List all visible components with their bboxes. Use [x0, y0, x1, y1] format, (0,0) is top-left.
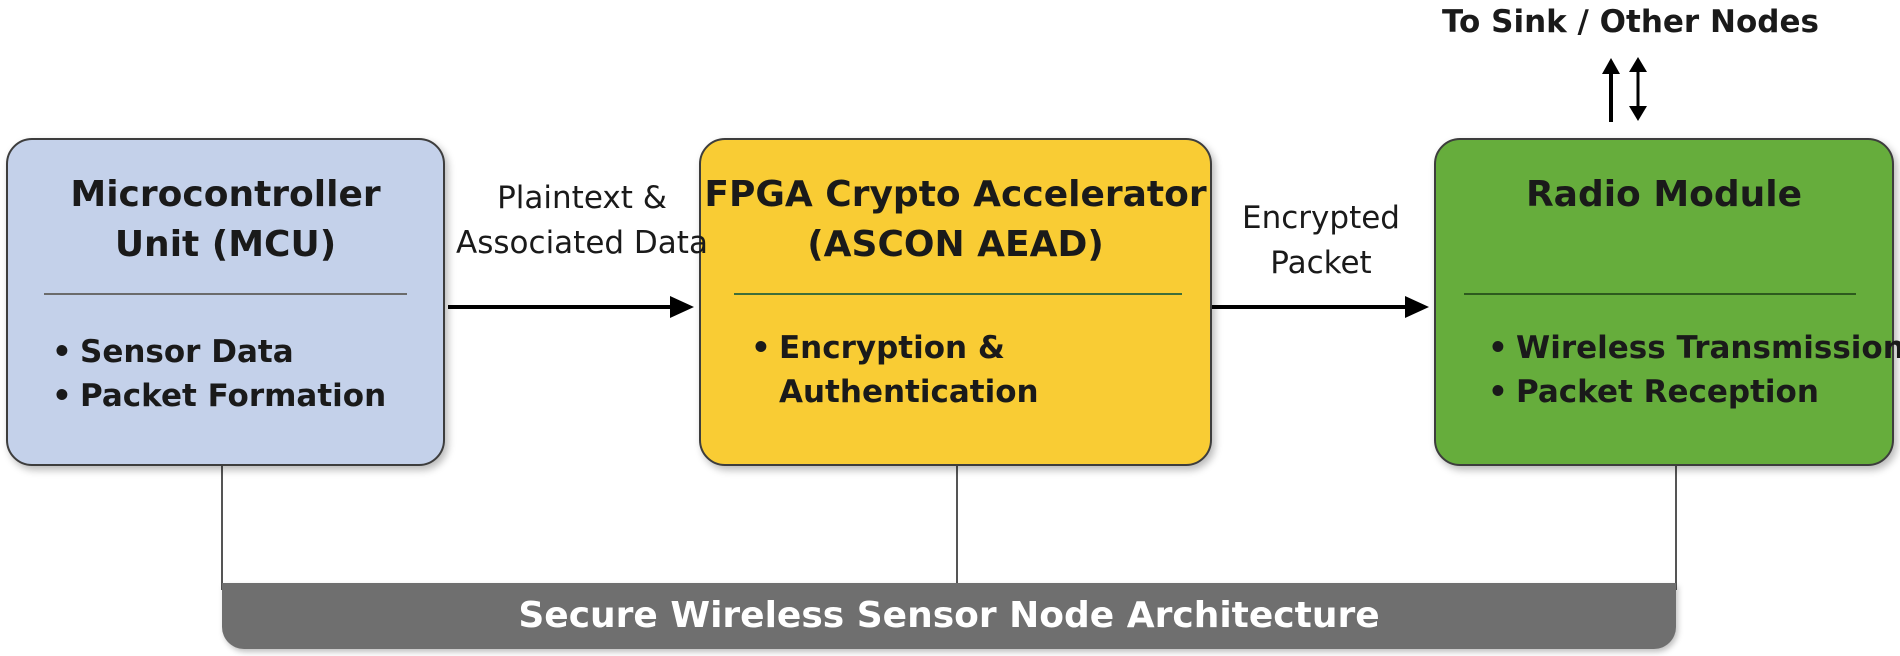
- fpga-bullet-line2: Authentication: [779, 374, 1039, 410]
- fpga-title-line1: FPGA Crypto Accelerator: [704, 174, 1207, 215]
- mcu-title-line1: Microcontroller: [70, 174, 381, 215]
- up-arrow-icon: [1602, 58, 1620, 122]
- mcu-to-fpga-label: Plaintext & Associated Data: [447, 176, 717, 266]
- mcu-title: Microcontroller Unit (MCU): [8, 170, 443, 270]
- radio-bullet-wireless-transmission: Wireless Transmission: [1482, 326, 1900, 370]
- fpga-bullet-encryption: Encryption & Authentication: [745, 326, 1039, 414]
- mcu-to-fpga-label-line2: Associated Data: [456, 225, 708, 261]
- radio-title: Radio Module: [1525, 174, 1803, 215]
- mcu-block: Microcontroller Unit (MCU) Sensor Data P…: [6, 138, 445, 466]
- fpga-bullet-line1: Encryption &: [779, 330, 1005, 366]
- fpga-title-line2: (ASCON AEAD): [807, 224, 1104, 265]
- mcu-bullet-sensor-data: Sensor Data: [46, 330, 386, 374]
- radio-bullets: Wireless Transmission Packet Reception: [1482, 326, 1900, 414]
- fpga-block: FPGA Crypto Accelerator (ASCON AEAD) Enc…: [699, 138, 1212, 466]
- radio-divider: [1464, 293, 1856, 295]
- mcu-bullet-packet-formation: Packet Formation: [46, 374, 386, 418]
- fpga-to-radio-arrow: [1212, 296, 1429, 318]
- fpga-to-radio-label: Encrypted Packet: [1212, 196, 1430, 286]
- up-down-arrow-icon: [1629, 57, 1647, 121]
- mcu-divider: [44, 293, 407, 295]
- fpga-divider: [734, 293, 1182, 295]
- mcu-bullets: Sensor Data Packet Formation: [46, 330, 386, 418]
- radio-block: Radio Module Wireless Transmission Packe…: [1434, 138, 1900, 466]
- fpga-bullets: Encryption & Authentication: [745, 326, 1039, 414]
- architecture-title: Secure Wireless Sensor Node Architecture: [518, 595, 1380, 636]
- mcu-title-line2: Unit (MCU): [114, 224, 337, 265]
- radio-bullet-packet-reception: Packet Reception: [1482, 370, 1900, 414]
- fpga-to-radio-label-line2: Packet: [1270, 245, 1372, 281]
- external-destination-label: To Sink / Other Nodes: [1442, 4, 1819, 40]
- fpga-title: FPGA Crypto Accelerator (ASCON AEAD): [701, 170, 1210, 270]
- architecture-footer-bar: Secure Wireless Sensor Node Architecture: [222, 583, 1676, 649]
- mcu-to-fpga-arrow: [448, 296, 694, 318]
- mcu-to-fpga-label-line1: Plaintext &: [497, 180, 667, 216]
- fpga-to-radio-label-line1: Encrypted: [1242, 200, 1400, 236]
